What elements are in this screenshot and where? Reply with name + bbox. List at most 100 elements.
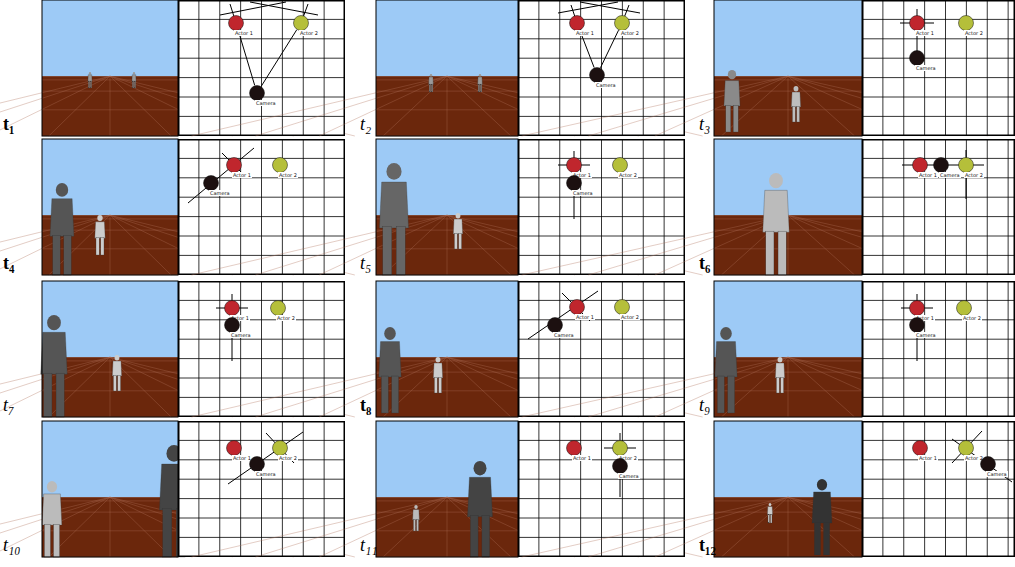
grid-line	[178, 19, 345, 20]
node-label: Actor 2	[278, 455, 298, 461]
grid-line	[178, 216, 345, 217]
node-label: Actor 2	[620, 30, 640, 36]
floor-line	[110, 357, 111, 417]
floor-line	[788, 357, 855, 417]
map-ground	[862, 421, 1015, 557]
circle-fill	[613, 441, 628, 456]
actor-circle: Actor 2	[270, 300, 286, 316]
actor-circle: Actor 1	[909, 15, 925, 31]
figure-leg	[429, 84, 430, 92]
node-label: Actor 2	[276, 315, 296, 321]
sky	[714, 421, 862, 497]
actor-circle: Actor 1	[566, 440, 582, 456]
circle-fill	[227, 441, 242, 456]
grid-line	[538, 0, 539, 136]
grid-line	[178, 300, 345, 301]
floor-line	[721, 497, 788, 557]
node-label: Camera	[209, 190, 231, 196]
node-label: Actor 2	[962, 315, 982, 321]
circle-outline	[614, 299, 630, 315]
figure-head	[778, 357, 783, 362]
view-line	[580, 2, 640, 13]
floor-line	[42, 79, 178, 80]
floor-line	[447, 215, 448, 275]
camera-circle: Camera	[249, 456, 265, 472]
render-frame	[42, 281, 178, 417]
view-line	[528, 291, 598, 339]
floor-line	[788, 215, 855, 275]
figure-head	[89, 72, 91, 74]
circle-outline	[226, 440, 242, 456]
floor-line	[0, 76, 110, 136]
grid-line	[178, 236, 345, 237]
grid-line	[924, 421, 925, 557]
node-label: Actor 1	[918, 172, 938, 178]
node-label: Camera	[986, 471, 1008, 477]
figure-leg	[781, 378, 784, 393]
sky	[376, 0, 518, 76]
grid-line	[559, 0, 560, 136]
camera-circle: Camera	[980, 456, 996, 472]
grid-line	[559, 421, 560, 557]
figure-body	[763, 190, 790, 232]
grid-line	[178, 358, 345, 359]
grid-line	[178, 440, 345, 441]
figure-body	[132, 75, 136, 82]
view-line	[952, 439, 1012, 482]
floor-line	[714, 512, 862, 513]
camera-circle: Camera	[909, 317, 925, 333]
grid-line	[219, 281, 220, 417]
circle-outline	[249, 456, 265, 472]
floor-line	[522, 76, 788, 136]
figure-head	[384, 327, 396, 340]
grid-line	[518, 498, 685, 499]
circle-outline	[958, 15, 974, 31]
floor-line	[588, 76, 788, 136]
circle-outline	[272, 157, 288, 173]
node-label: Actor 1	[575, 314, 595, 320]
grid-line	[862, 358, 1015, 359]
render-view	[522, 281, 1015, 417]
render-frame	[714, 421, 862, 557]
grid-line	[518, 319, 685, 320]
ground	[42, 76, 178, 136]
figure-head	[456, 213, 461, 218]
grid-line	[518, 537, 685, 538]
floor-line	[447, 497, 448, 557]
actor-circle: Actor 1	[566, 157, 582, 173]
floor-line	[110, 215, 111, 275]
circle-fill	[959, 441, 974, 456]
grid-line	[601, 421, 602, 557]
circle-fill	[910, 51, 925, 66]
grid-line	[862, 197, 1015, 198]
actor-circle: Actor 1	[228, 15, 244, 31]
figure-head	[386, 163, 401, 180]
floor-line	[522, 215, 788, 275]
grid-line	[1008, 139, 1009, 275]
node-label: Camera	[595, 82, 617, 88]
camera-circle: Camera	[547, 317, 563, 333]
render-view	[0, 421, 355, 557]
floor-line	[110, 76, 111, 136]
circle-outline	[203, 175, 219, 191]
circle-fill	[294, 16, 309, 31]
camera-circle: Camera	[203, 175, 219, 191]
figure-leg	[766, 231, 774, 275]
grid-line	[518, 236, 685, 237]
render-view	[0, 281, 355, 417]
circle-fill	[615, 16, 630, 31]
floor-line	[0, 76, 110, 136]
render-view	[522, 421, 1015, 557]
grid-line	[882, 421, 883, 557]
grid-line	[518, 19, 685, 20]
grid-line	[198, 0, 199, 136]
grid-line	[862, 19, 1015, 20]
figure-leg	[728, 376, 735, 413]
grid-line	[518, 440, 685, 441]
grid-line	[903, 139, 904, 275]
grid-line	[219, 0, 220, 136]
map-frame	[179, 282, 345, 417]
figure-leg	[163, 509, 172, 557]
grid-line	[882, 0, 883, 136]
grid-line	[987, 0, 988, 136]
